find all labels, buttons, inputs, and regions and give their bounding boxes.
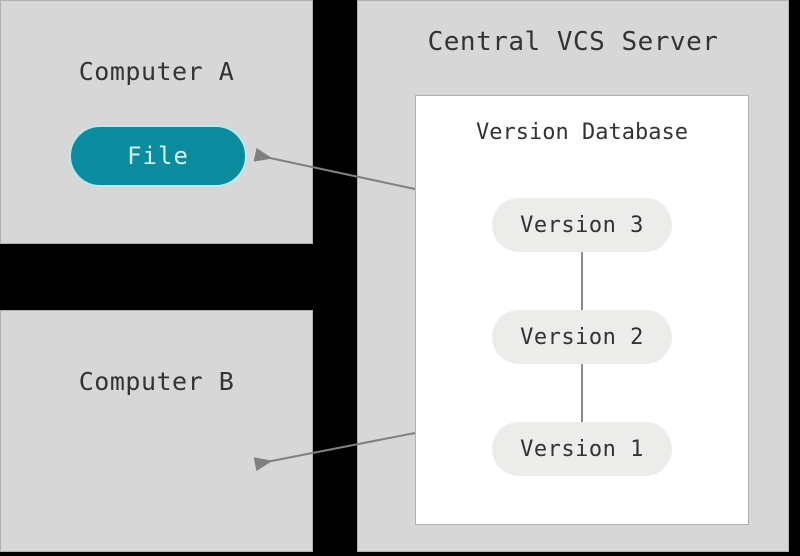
node-file-computer-a[interactable]: File bbox=[69, 125, 247, 187]
cluster-title-version-database: Version Database bbox=[476, 120, 688, 145]
cluster-computer-b: Computer B File bbox=[0, 310, 313, 552]
node-version-1[interactable]: Version 1 bbox=[492, 422, 672, 476]
cluster-title-computer-b: Computer B bbox=[78, 367, 235, 396]
edge-version3-version2 bbox=[581, 252, 583, 310]
edge-version2-version1 bbox=[581, 364, 583, 422]
cluster-computer-a: Computer A File bbox=[0, 0, 313, 244]
cluster-version-database: Version Database Version 3 Version 2 Ver… bbox=[415, 95, 749, 525]
node-version-3[interactable]: Version 3 bbox=[492, 198, 672, 252]
cluster-central-vcs-server: Central VCS Server Version Database Vers… bbox=[357, 0, 789, 552]
node-version-2[interactable]: Version 2 bbox=[492, 310, 672, 364]
cluster-title-computer-a: Computer A bbox=[78, 57, 235, 86]
cluster-title-central-vcs-server: Central VCS Server bbox=[427, 27, 719, 57]
